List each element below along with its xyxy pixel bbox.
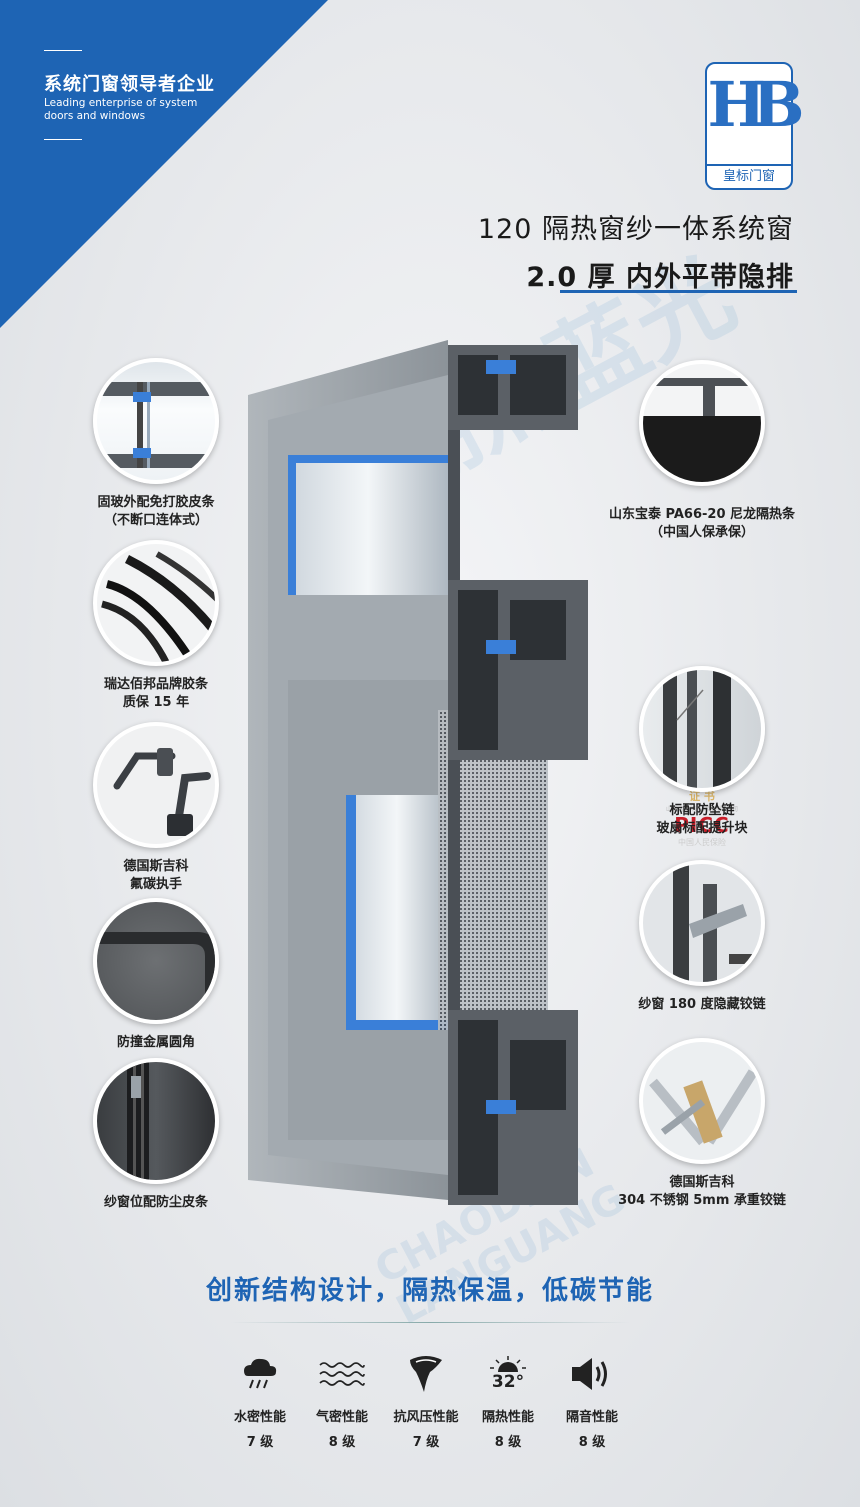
certificate-company: 山东宝泰隔热材料有限公司	[665, 806, 738, 813]
feature-caption: 固玻外配免打胶皮条	[97, 495, 215, 510]
performance-grade: 7 级	[246, 1435, 274, 1450]
feature-caption: 瑞达佰邦品牌胶条	[103, 677, 208, 692]
anti-fall-chain-icon	[639, 666, 765, 792]
performance-label: 隔热性能	[481, 1410, 534, 1425]
feature-caption-sub: 玻扇标配提升块	[656, 821, 748, 836]
picc-logo: PICC	[674, 813, 730, 837]
certificate-seal: 证 书 山东宝泰隔热材料有限公司 PICC 中国人民保险	[639, 788, 765, 847]
brand-logo: HB 皇标门窗	[705, 62, 805, 190]
feature-caption-sub: 质保 15 年	[122, 695, 190, 710]
corner-title: 系统门窗领导者企业	[44, 74, 215, 95]
steel-hinge-icon	[639, 1038, 765, 1164]
feature-rubber-strip: 瑞达佰邦品牌胶条质保 15 年	[36, 540, 276, 712]
product-subtitle: 2.0 厚 内外平带隐排	[526, 262, 794, 293]
feature-handle: 德国斯吉科氟碳执手	[36, 722, 276, 894]
feature-caption: 山东宝泰 PA66-20 尼龙隔热条	[608, 507, 796, 522]
performance-thermal: 32° 隔热性能 8 级	[468, 1352, 548, 1450]
product-title: 120 隔热窗纱一体系统窗	[477, 214, 794, 245]
feature-hidden-hinge: 纱窗 180 度隐藏铰链	[582, 860, 822, 1014]
slogan: 创新结构设计，隔热保温，低碳节能	[205, 1276, 654, 1306]
feature-anti-fall-chain: 标配防坠链玻扇标配提升块	[582, 666, 822, 838]
feature-caption-sub: （不断口连体式）	[103, 513, 208, 528]
certificate-icon	[639, 360, 765, 486]
rain-cloud-icon	[220, 1352, 300, 1396]
feature-caption-sub: 304 不锈钢 5mm 承重铰链	[618, 1193, 786, 1208]
title-underline	[560, 290, 797, 293]
logo-mark: HB	[707, 68, 805, 141]
feature-caption: 防撞金属圆角	[116, 1035, 195, 1050]
feature-caption: 标配防坠链	[669, 803, 735, 818]
tornado-icon	[386, 1352, 466, 1396]
performance-grade: 8 级	[494, 1435, 522, 1450]
feature-caption: 德国斯吉科	[669, 1175, 735, 1190]
slogan-divider	[230, 1322, 630, 1323]
performance-grade: 8 级	[578, 1435, 606, 1450]
picc-name: 中国人民保险	[678, 838, 726, 847]
feature-glass-seal: 固玻外配免打胶皮条 （不断口连体式）	[36, 358, 276, 530]
feature-caption: 德国斯吉科	[123, 859, 189, 874]
hidden-hinge-icon	[639, 860, 765, 986]
performance-grade: 8 级	[328, 1435, 356, 1450]
performance-label: 隔音性能	[565, 1410, 618, 1425]
performance-sound: 隔音性能 8 级	[552, 1352, 632, 1450]
feature-caption-sub: 氟碳执手	[129, 877, 182, 892]
feature-caption: 纱窗 180 度隐藏铰链	[638, 997, 766, 1012]
window-cross-section	[248, 340, 588, 1210]
sun-temperature-icon: 32°	[468, 1352, 548, 1396]
logo-name: 皇标门窗	[707, 164, 791, 188]
feature-dust-strip: 纱窗位配防尘皮条	[36, 1058, 276, 1212]
certificate-heading: 证 书	[689, 790, 715, 803]
metal-corner-icon	[93, 898, 219, 1024]
speaker-icon	[552, 1352, 632, 1396]
performance-label: 水密性能	[233, 1410, 286, 1425]
dust-strip-icon	[93, 1058, 219, 1184]
performance-label: 抗风压性能	[393, 1410, 459, 1425]
feature-steel-hinge: 德国斯吉科 304 不锈钢 5mm 承重铰链	[582, 1038, 822, 1210]
rubber-strip-icon	[93, 540, 219, 666]
performance-water: 水密性能 7 级	[220, 1352, 300, 1450]
corner-divider-bottom	[44, 139, 82, 140]
corner-divider-top	[44, 50, 82, 51]
performance-wind: 抗风压性能 7 级	[386, 1352, 466, 1450]
feature-certificate: 证 书 山东宝泰隔热材料有限公司 PICC 中国人民保险 山东宝泰 PA66-2…	[582, 360, 822, 847]
performance-air: 气密性能 8 级	[302, 1352, 382, 1450]
air-waves-icon	[302, 1352, 382, 1396]
feature-caption: 纱窗位配防尘皮条	[103, 1195, 208, 1210]
handle-icon	[93, 722, 219, 848]
feature-metal-corner: 防撞金属圆角	[36, 898, 276, 1052]
feature-caption-sub: （中国人保承保）	[649, 525, 754, 540]
performance-grade: 7 级	[412, 1435, 440, 1450]
glass-seal-icon	[93, 358, 219, 484]
temperature-readout: 32°	[491, 1372, 525, 1392]
performance-label: 气密性能	[315, 1410, 368, 1425]
corner-subtitle: Leading enterprise of system doors and w…	[44, 97, 198, 122]
